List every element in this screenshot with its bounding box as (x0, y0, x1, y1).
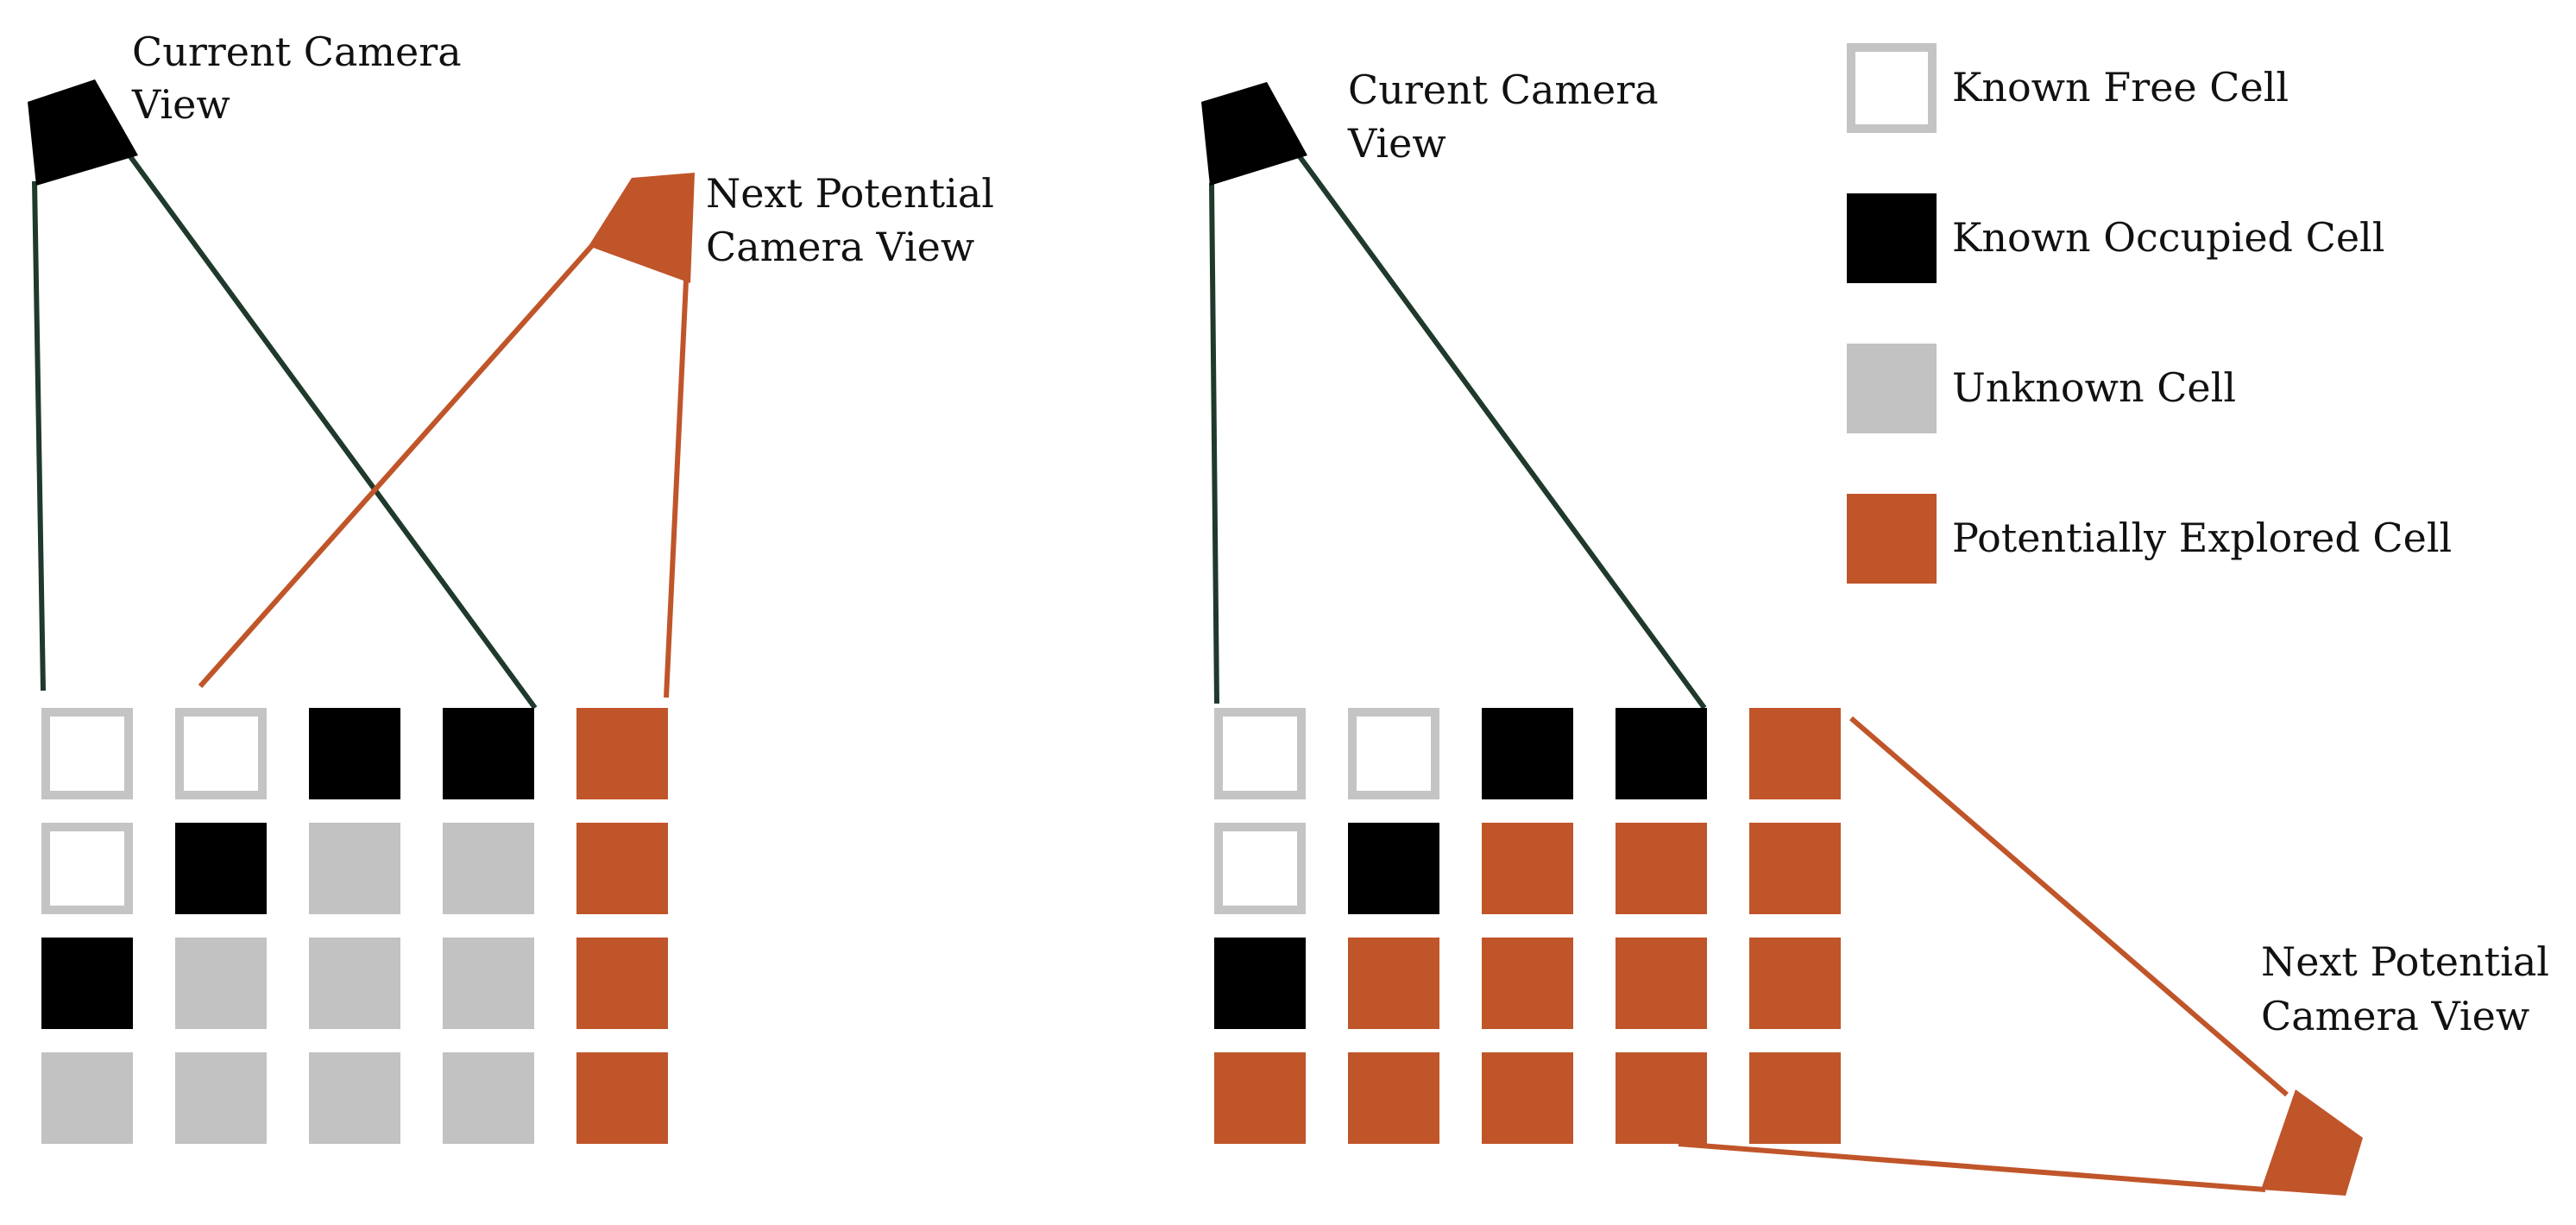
left-current-camera-label: Current Camera View (131, 28, 474, 128)
explored-cell (1616, 823, 1707, 914)
explored-cell (576, 708, 668, 799)
free-cell (41, 708, 133, 799)
explored-cell (1749, 1052, 1841, 1144)
unknown-cell (309, 938, 400, 1029)
left-next-camera-label: Next Potential Camera View (706, 170, 1007, 270)
explored-cell (576, 938, 668, 1029)
legend-label-unknown: Unknown Cell (1952, 364, 2236, 411)
explored-cell (576, 1052, 668, 1144)
occupied-cell (1214, 938, 1306, 1029)
explored-cell (1616, 1052, 1707, 1144)
explored-cell (1482, 938, 1573, 1029)
explored-cell (1348, 1052, 1439, 1144)
unknown-cell (443, 823, 534, 914)
explored-cell (1214, 1052, 1306, 1144)
unknown-cell (309, 823, 400, 914)
right-next-ray-bottom (1678, 1141, 2266, 1192)
unknown-cell (443, 938, 534, 1029)
occupied-cell (41, 938, 133, 1029)
right-next-ray-top (1849, 716, 2289, 1097)
explored-cell (1482, 823, 1573, 914)
legend-label-occupied: Known Occupied Cell (1952, 214, 2384, 261)
legend-swatch-occupied (1847, 193, 1937, 283)
left-current-label-line-2: View (131, 81, 230, 128)
right-current-ray-right (1296, 154, 1707, 710)
occupied-cell (1616, 708, 1707, 799)
unknown-cell (309, 1052, 400, 1144)
occupied-cell (1348, 823, 1439, 914)
free-cell (41, 823, 133, 914)
right-cell-grid (1214, 708, 1841, 1144)
explored-cell (1616, 938, 1707, 1029)
left-next-label-line-1: Next Potential (706, 170, 994, 217)
left-next-label-line-2: Camera View (706, 224, 974, 270)
left-next-ray-left (198, 240, 598, 688)
free-cell (175, 708, 267, 799)
explored-cell (1482, 1052, 1573, 1144)
explored-cell (576, 823, 668, 914)
right-current-label-line-1: Curent Camera (1348, 66, 1659, 113)
right-next-camera-icon (2261, 1089, 2363, 1196)
occupied-cell (175, 823, 267, 914)
legend-swatch-free (1847, 43, 1937, 133)
right-current-camera-label: Curent Camera View (1347, 66, 1671, 167)
explored-cell (1749, 938, 1841, 1029)
legend-swatch-unknown (1847, 344, 1937, 433)
left-current-camera-icon (28, 79, 138, 186)
right-panel: Curent Camera View Next Potential Camera… (1201, 66, 2562, 1196)
free-cell (1348, 708, 1439, 799)
unknown-cell (41, 1052, 133, 1144)
legend-label-free: Known Free Cell (1952, 64, 2289, 111)
free-cell (1214, 708, 1306, 799)
right-next-label-line-2: Camera View (2261, 993, 2529, 1039)
left-next-camera-icon (589, 173, 695, 283)
unknown-cell (175, 1052, 267, 1144)
right-next-camera-label: Next Potential Camera View (2261, 938, 2562, 1039)
right-current-camera-icon (1201, 82, 1307, 186)
left-panel: Current Camera View Next Potential Camer… (28, 28, 1007, 1144)
left-current-ray-right (127, 154, 538, 710)
occupied-cell (443, 708, 534, 799)
free-cell (1214, 823, 1306, 914)
right-current-label-line-2: View (1347, 120, 1446, 167)
explored-cell (1749, 823, 1841, 914)
occupied-cell (1482, 708, 1573, 799)
left-cell-grid (41, 708, 668, 1144)
explored-cell (1749, 708, 1841, 799)
legend-swatch-explored (1847, 494, 1937, 584)
right-next-label-line-1: Next Potential (2261, 938, 2549, 985)
unknown-cell (443, 1052, 534, 1144)
explored-cell (1348, 938, 1439, 1029)
unknown-cell (175, 938, 267, 1029)
left-next-ray-right (664, 280, 689, 698)
right-current-ray-left (1209, 182, 1219, 704)
occupied-cell (309, 708, 400, 799)
legend-label-explored: Potentially Explored Cell (1952, 515, 2452, 561)
left-current-ray-left (32, 180, 46, 691)
left-current-label-line-1: Current Camera (132, 28, 462, 75)
